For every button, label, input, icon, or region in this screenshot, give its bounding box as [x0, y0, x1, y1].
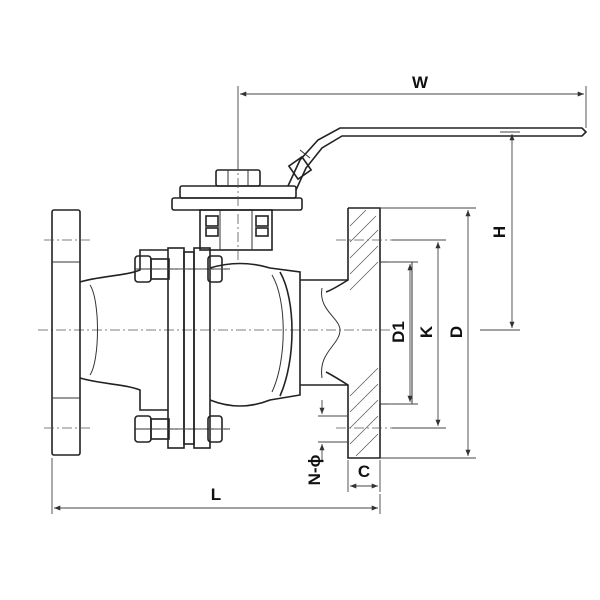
dimension-label-w: W [412, 73, 429, 92]
dimension-label-h: H [490, 226, 509, 238]
dimension-label-n-phi: N-ϕ [305, 454, 324, 485]
body-connection-flange [160, 247, 232, 449]
valve-body [209, 262, 348, 407]
dimension-h [480, 131, 520, 331]
dimension-l [51, 458, 381, 514]
dimension-k [392, 239, 446, 429]
dimension-d1 [388, 261, 418, 405]
left-body-neck [79, 249, 168, 411]
valve-stem-neck [199, 209, 273, 251]
top-mounting-plate [171, 160, 303, 260]
lever-handle [287, 127, 588, 191]
dimension-label-d1: D1 [389, 321, 408, 343]
dimension-n-phi [318, 400, 348, 462]
dimension-d [380, 207, 476, 459]
left-flange [44, 209, 92, 456]
dimension-label-k: K [417, 325, 436, 338]
dimension-label-l: L [211, 485, 221, 504]
dimension-c [347, 460, 381, 492]
dimension-label-d: D [447, 326, 466, 338]
dimension-label-c: C [358, 462, 370, 481]
flange-hatching [349, 209, 379, 457]
dimension-w [237, 86, 587, 170]
